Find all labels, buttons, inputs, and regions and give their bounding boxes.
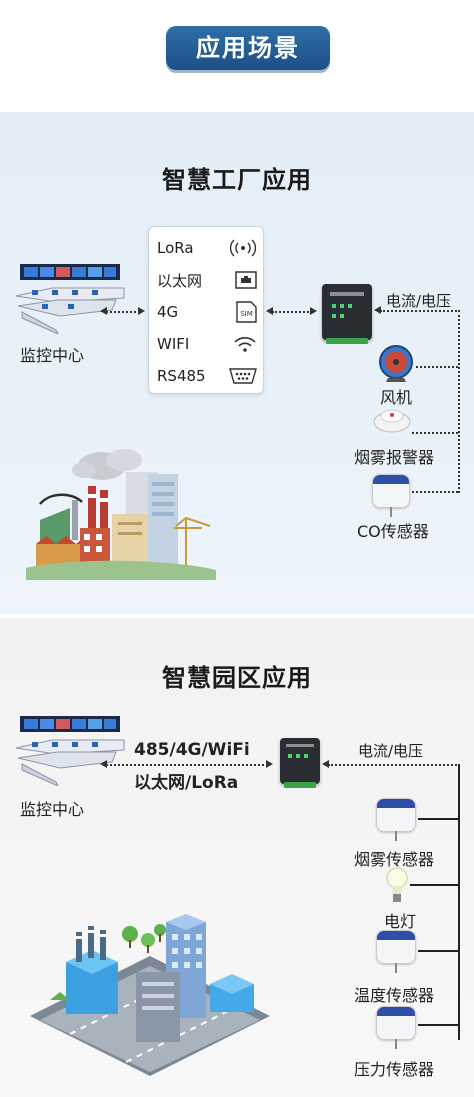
arrow-right-icon bbox=[138, 307, 145, 315]
signal-branch bbox=[418, 818, 460, 820]
sim-card-icon: SIM bbox=[236, 301, 257, 323]
signal-branch bbox=[412, 432, 458, 434]
monitor-center-label: 监控中心 bbox=[20, 800, 85, 819]
device-label: CO传感器 bbox=[357, 522, 429, 541]
co-sensor-icon bbox=[372, 474, 410, 517]
smoke-sensor-icon bbox=[376, 798, 416, 841]
factory-title: 智慧工厂应用 bbox=[162, 166, 312, 194]
protocol-ethernet: 以太网 bbox=[157, 265, 257, 295]
protocol-lora: LoRa bbox=[157, 233, 257, 263]
protocol-wifi: WIFI bbox=[157, 329, 257, 359]
device-label: 烟雾传感器 bbox=[354, 850, 435, 869]
link-protocols-line2: 以太网/LoRa bbox=[134, 773, 239, 793]
signal-branch bbox=[416, 366, 458, 368]
factory-illustration bbox=[26, 449, 216, 580]
device-label: 温度传感器 bbox=[354, 986, 435, 1005]
signal-line bbox=[328, 764, 460, 766]
ethernet-port-icon bbox=[235, 271, 257, 289]
signal-bus bbox=[458, 764, 460, 1040]
device-label: 压力传感器 bbox=[354, 1060, 435, 1079]
link-line bbox=[106, 311, 140, 313]
signal-label: 电流/电压 bbox=[386, 292, 452, 310]
arrow-left-icon bbox=[100, 760, 107, 768]
broadcast-icon bbox=[229, 239, 257, 257]
wifi-icon bbox=[234, 337, 256, 352]
monitor-center-label: 监控中心 bbox=[20, 346, 85, 365]
park-illustration bbox=[30, 914, 270, 1076]
monitoring-center-image bbox=[15, 264, 125, 334]
protocol-4g: 4G SIM bbox=[157, 297, 257, 327]
controller-device bbox=[280, 738, 320, 788]
monitoring-center-image bbox=[15, 716, 125, 786]
arrow-left-icon bbox=[374, 306, 381, 314]
device-label: 风机 bbox=[380, 388, 413, 407]
signal-label: 电流/电压 bbox=[358, 742, 424, 760]
link-protocols-line1: 485/4G/WiFi bbox=[134, 740, 250, 760]
arrow-left-icon bbox=[100, 307, 107, 315]
temperature-sensor-icon bbox=[376, 930, 416, 973]
signal-line bbox=[380, 310, 460, 312]
pressure-sensor-icon bbox=[376, 1006, 416, 1049]
light-bulb-icon bbox=[386, 867, 408, 902]
arrow-left-icon bbox=[266, 307, 273, 315]
device-label: 烟雾报警器 bbox=[354, 448, 435, 467]
signal-branch bbox=[412, 491, 458, 493]
section-banner: 应用场景 bbox=[166, 26, 330, 70]
protocol-rs485: RS485 bbox=[157, 361, 257, 391]
device-label: 电灯 bbox=[384, 912, 417, 931]
signal-branch bbox=[410, 884, 460, 886]
arrow-right-icon bbox=[266, 760, 273, 768]
signal-bus bbox=[458, 310, 460, 493]
smoke-alarm-icon bbox=[373, 409, 411, 433]
signal-branch bbox=[418, 950, 460, 952]
svg-text:SIM: SIM bbox=[240, 310, 253, 318]
park-title: 智慧园区应用 bbox=[162, 664, 312, 692]
serial-port-icon bbox=[229, 368, 257, 384]
protocol-list: LoRa 以太网 4G SIM WIFI RS485 bbox=[148, 226, 264, 394]
arrow-left-icon bbox=[322, 760, 329, 768]
controller-device bbox=[322, 284, 372, 344]
arrow-right-icon bbox=[310, 307, 317, 315]
link-line bbox=[106, 764, 268, 766]
link-line bbox=[272, 311, 312, 313]
signal-branch bbox=[418, 1024, 460, 1026]
fan-icon bbox=[379, 345, 413, 382]
